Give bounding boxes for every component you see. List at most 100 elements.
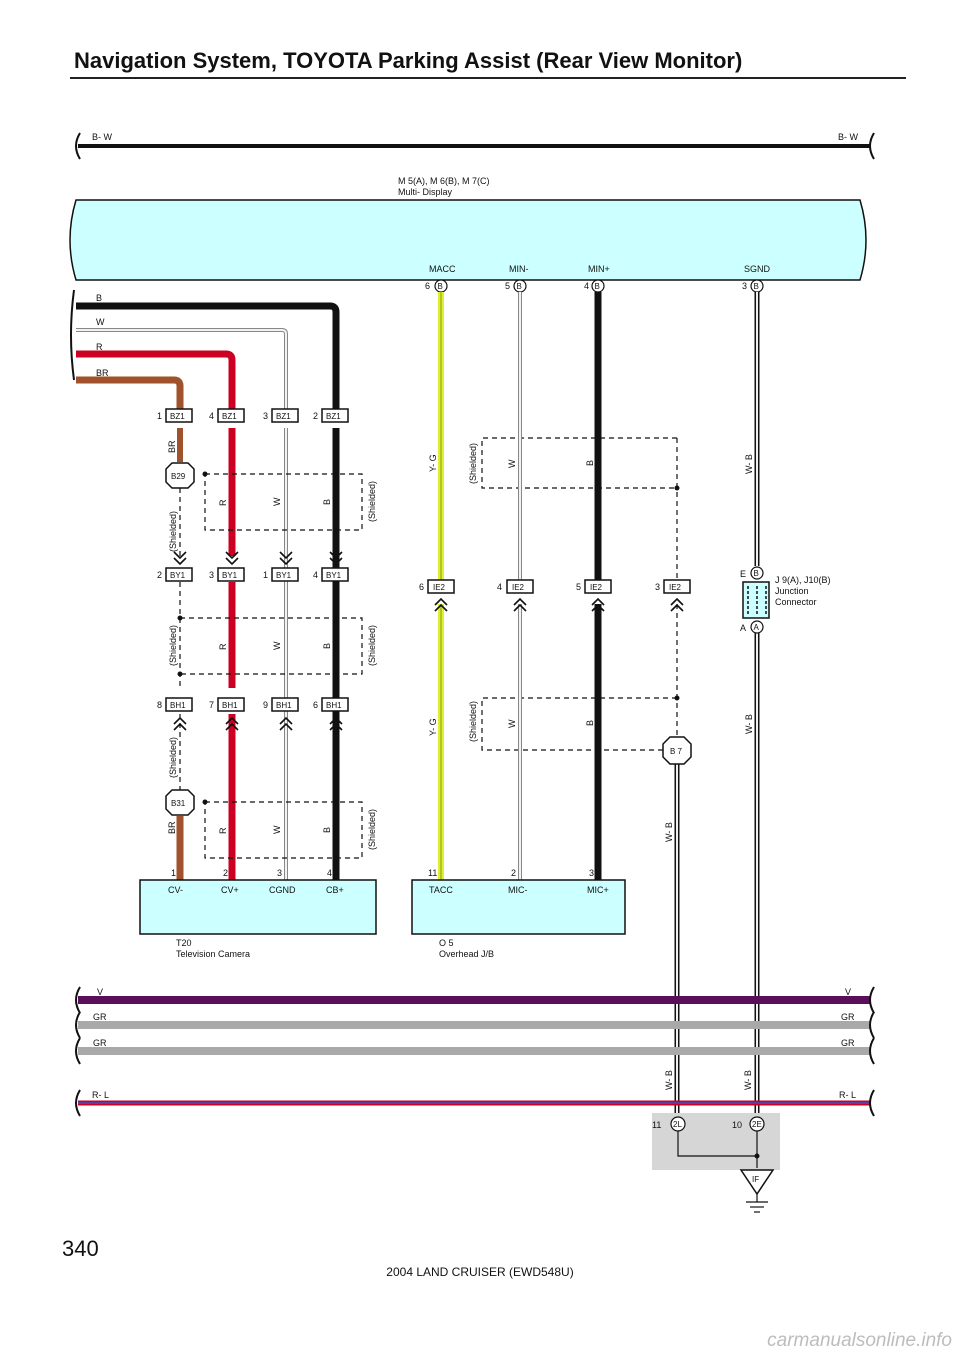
overhead-name: Overhead J/B xyxy=(439,949,494,959)
shielded-label: (Shielded) xyxy=(468,443,478,484)
splice-b7: B 7 xyxy=(662,736,692,765)
wire-label-b: B xyxy=(322,827,332,833)
bz1-pin-num: 4 xyxy=(209,411,214,421)
by1-code: BY1 xyxy=(326,571,342,580)
wire-label-wb: W- B xyxy=(743,1070,753,1090)
pin-label-min-minus: MIN- xyxy=(509,264,529,274)
overhead-jb: 11 2 3 TACC MIC- MIC+ O 5 Overhead J/B xyxy=(411,868,626,959)
wire-label-br: BR xyxy=(167,821,177,834)
by1-code: BY1 xyxy=(276,571,292,580)
ground-conn-code: 2E xyxy=(752,1120,762,1129)
footer-text: 2004 LAND CRUISER (EWD548U) xyxy=(386,1265,574,1279)
bh1-pin-num: 8 xyxy=(157,700,162,710)
splice-b31: B31 xyxy=(165,789,195,816)
bus-top: B- W B- W xyxy=(75,132,875,160)
overhead-pin-label: TACC xyxy=(429,885,453,895)
pin-conn-macc: B xyxy=(438,282,443,291)
camera-pin-num: 1 xyxy=(171,868,176,878)
by1-code: BY1 xyxy=(170,571,186,580)
ground-conn-num: 11 xyxy=(652,1120,661,1130)
ie2-code: IE2 xyxy=(433,583,446,592)
watermark: carmanualsonline.info xyxy=(767,1330,952,1351)
bus-gray-2: GR GR xyxy=(75,1037,875,1065)
camera-pin-num: 4 xyxy=(327,868,332,878)
junction-top-conn: B xyxy=(754,569,759,578)
page-number: 340 xyxy=(62,1236,99,1261)
overhead-pin-num: 3 xyxy=(589,868,594,878)
by1-code: BY1 xyxy=(222,571,238,580)
bus-gray-1: GR GR xyxy=(75,1011,875,1039)
splice-b31-label: B31 xyxy=(171,799,186,808)
splice-b29: B29 xyxy=(165,462,195,489)
bz1-pin-num: 2 xyxy=(313,411,318,421)
bus-gray2-left-label: GR xyxy=(93,1038,107,1048)
overhead-pin-label: MIC- xyxy=(508,885,528,895)
wire-label-w: W xyxy=(507,719,517,728)
camera-name: Television Camera xyxy=(176,949,250,959)
wire-label-yg: Y- G xyxy=(428,454,438,472)
ie2-code: IE2 xyxy=(512,583,525,592)
shielded-label: (Shielded) xyxy=(367,809,377,850)
junction-top-pin: E xyxy=(740,569,746,579)
wire-label-wb: W- B xyxy=(664,822,674,842)
camera-pin-num: 3 xyxy=(277,868,282,878)
camera-pin-label: CGND xyxy=(269,885,296,895)
camera-pin-label: CV+ xyxy=(221,885,239,895)
junction-ref: J 9(A), J10(B) xyxy=(775,575,831,585)
pin-num-macc: 6 xyxy=(425,281,430,291)
pin-num-min-minus: 5 xyxy=(505,281,510,291)
wire-label-w: W xyxy=(272,825,282,834)
bh1-code: BH1 xyxy=(276,701,292,710)
shielded-label: (Shielded) xyxy=(367,481,377,522)
shielded-label: (Shielded) xyxy=(168,737,178,778)
shielded-labels: (Shielded) (Shielded) (Shielded) (Shield… xyxy=(168,443,478,850)
wire-label-r: R xyxy=(218,643,228,650)
wire-label-br: BR xyxy=(167,440,177,453)
bus-gray1-right-label: GR xyxy=(841,1012,855,1022)
junction-connector: E B A A J 9(A), J10(B) Junction Connecto… xyxy=(740,566,831,634)
wire-color-labels: BR R W B R W B BR R W B Y- G W B W- B Y-… xyxy=(167,440,754,1090)
connector-row-bh1: 8 BH1 7 BH1 9 BH1 6 BH1 xyxy=(157,697,349,731)
bz1-pin-num: 1 xyxy=(157,411,162,421)
shielded-label: (Shielded) xyxy=(168,625,178,666)
left-wire-label-b: B xyxy=(96,293,102,303)
bz1-code: BZ1 xyxy=(170,412,185,421)
wire-label-w: W xyxy=(272,641,282,650)
ie2-pin-num: 6 xyxy=(419,582,424,592)
camera-pin-label: CB+ xyxy=(326,885,344,895)
ie2-code: IE2 xyxy=(590,583,603,592)
junction-name-line2: Connector xyxy=(775,597,817,607)
camera-pin-label: CV- xyxy=(168,885,183,895)
wire-label-w: W xyxy=(272,497,282,506)
overhead-ref: O 5 xyxy=(439,938,454,948)
television-camera: 1 2 3 4 CV- CV+ CGND CB+ T20 Television … xyxy=(139,868,377,959)
shielded-label: (Shielded) xyxy=(367,625,377,666)
wire-label-r: R xyxy=(218,827,228,834)
ie2-code: IE2 xyxy=(669,583,682,592)
ground-conn-num: 10 xyxy=(732,1120,742,1130)
wire-label-b: B xyxy=(322,643,332,649)
by1-pin-num: 4 xyxy=(313,570,318,580)
wire-label-r: R xyxy=(218,499,228,506)
display-wires xyxy=(438,292,760,1118)
ie2-pin-num: 4 xyxy=(497,582,502,592)
bus-red-right-label: R- L xyxy=(839,1090,856,1100)
harness-wires xyxy=(176,428,340,880)
junction-name-line1: Junction xyxy=(775,586,809,596)
ie2-pin-num: 5 xyxy=(576,582,581,592)
junction-bottom-conn: A xyxy=(754,623,760,632)
bh1-code: BH1 xyxy=(222,701,238,710)
connector-row-ie2: 6 IE2 4 IE2 5 IE2 3 IE2 xyxy=(419,579,691,612)
by1-pin-num: 3 xyxy=(209,570,214,580)
left-wire-bundle: B W R BR xyxy=(70,289,340,414)
pin-num-min-plus: 4 xyxy=(584,281,589,291)
connector-row-by1: 2 BY1 3 BY1 1 BY1 4 BY1 xyxy=(157,551,349,582)
overhead-pin-num: 2 xyxy=(511,868,516,878)
wire-label-b: B xyxy=(322,499,332,505)
ie2-pin-num: 3 xyxy=(655,582,660,592)
pin-conn-sgnd: B xyxy=(754,282,759,291)
multi-display-name: Multi- Display xyxy=(398,187,453,197)
bus-top-right-label: B- W xyxy=(838,132,859,142)
bus-gray1-left-label: GR xyxy=(93,1012,107,1022)
